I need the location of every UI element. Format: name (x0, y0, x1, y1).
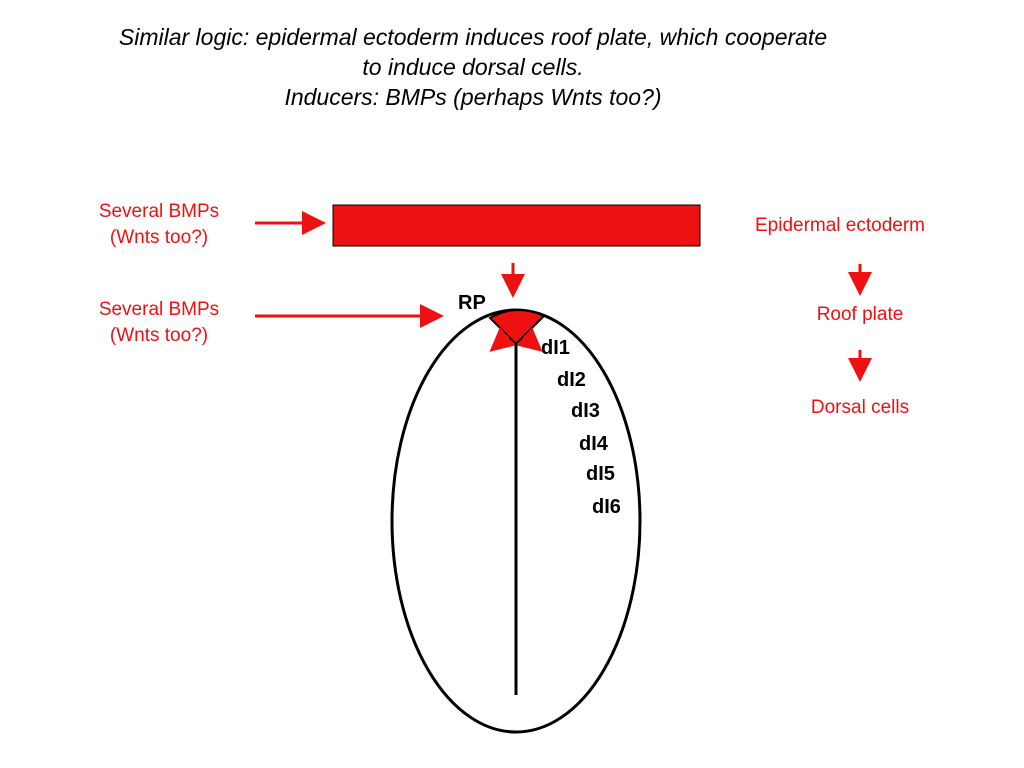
title-line-2: to induce dorsal cells. (362, 54, 584, 80)
domain-label-dI1: dI1 (541, 337, 570, 359)
domain-label-dI2: dI2 (557, 369, 586, 391)
domain-label-dI6: dI6 (592, 496, 621, 518)
epidermal-ectoderm-bar (332, 204, 701, 247)
lower-bmp-label-line-1: Several BMPs (98, 299, 220, 320)
domain-label-dI5: dI5 (586, 463, 615, 485)
roof-plate-label: RP (458, 292, 486, 314)
upper-bmp-label-line-1: Several BMPs (98, 201, 220, 222)
flow-step-epidermal-ectoderm: Epidermal ectoderm (754, 215, 926, 236)
domain-label-dI3: dI3 (571, 400, 600, 422)
slide-title: Similar logic: epidermal ectoderm induce… (0, 22, 946, 112)
flow-step-dorsal-cells: Dorsal cells (810, 397, 910, 418)
roof-plate-right-arrow (516, 327, 543, 352)
roof-plate-left-arrow (489, 327, 516, 352)
lower-bmp-label: Several BMPs (Wnts too?) (84, 297, 234, 349)
domain-label-dI4: dI4 (579, 433, 608, 455)
upper-bmp-label: Several BMPs (Wnts too?) (84, 199, 234, 251)
flow-step-roof-plate: Roof plate (816, 304, 904, 325)
lower-bmp-label-line-2: (Wnts too?) (109, 325, 209, 346)
upper-bmp-label-line-2: (Wnts too?) (109, 227, 209, 248)
title-line-1: Similar logic: epidermal ectoderm induce… (118, 24, 828, 50)
roof-plate-wedge (488, 309, 546, 346)
title-line-3: Inducers: BMPs (perhaps Wnts too?) (284, 84, 662, 110)
